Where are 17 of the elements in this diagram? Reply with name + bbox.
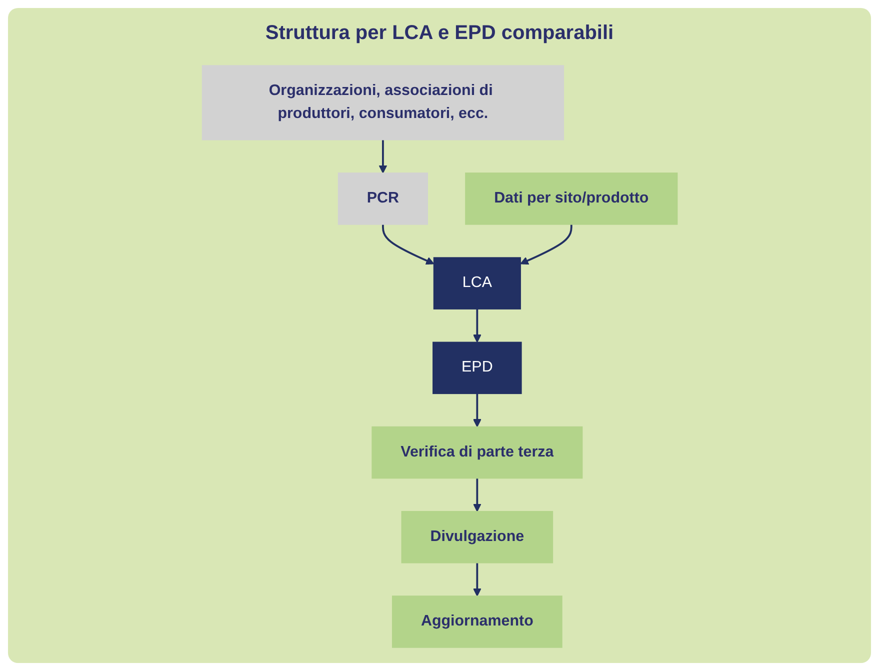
node-box — [432, 342, 522, 394]
arrow — [472, 394, 482, 428]
node-box — [464, 172, 678, 225]
node-box — [371, 426, 582, 479]
node-box — [202, 65, 564, 140]
arrow — [472, 308, 482, 343]
arrow — [472, 478, 482, 512]
diagram-title: Struttura per LCA e EPD comparabili — [264, 22, 615, 45]
arrow — [472, 562, 482, 596]
arrow — [520, 224, 572, 265]
node-box — [338, 172, 428, 225]
node-box — [400, 510, 553, 564]
arrow — [378, 140, 387, 174]
arrow — [382, 224, 434, 265]
node-box — [392, 596, 562, 648]
node-box — [433, 257, 521, 310]
diagram-background: Struttura per LCA e EPD comparabili Organizzazioni, associazioni di produttori, consumatori, ecc. PCR Dati per sito/prodotto LCA EPD Verifica di parte terza Divulgazione Aggiornamento — [8, 8, 871, 663]
